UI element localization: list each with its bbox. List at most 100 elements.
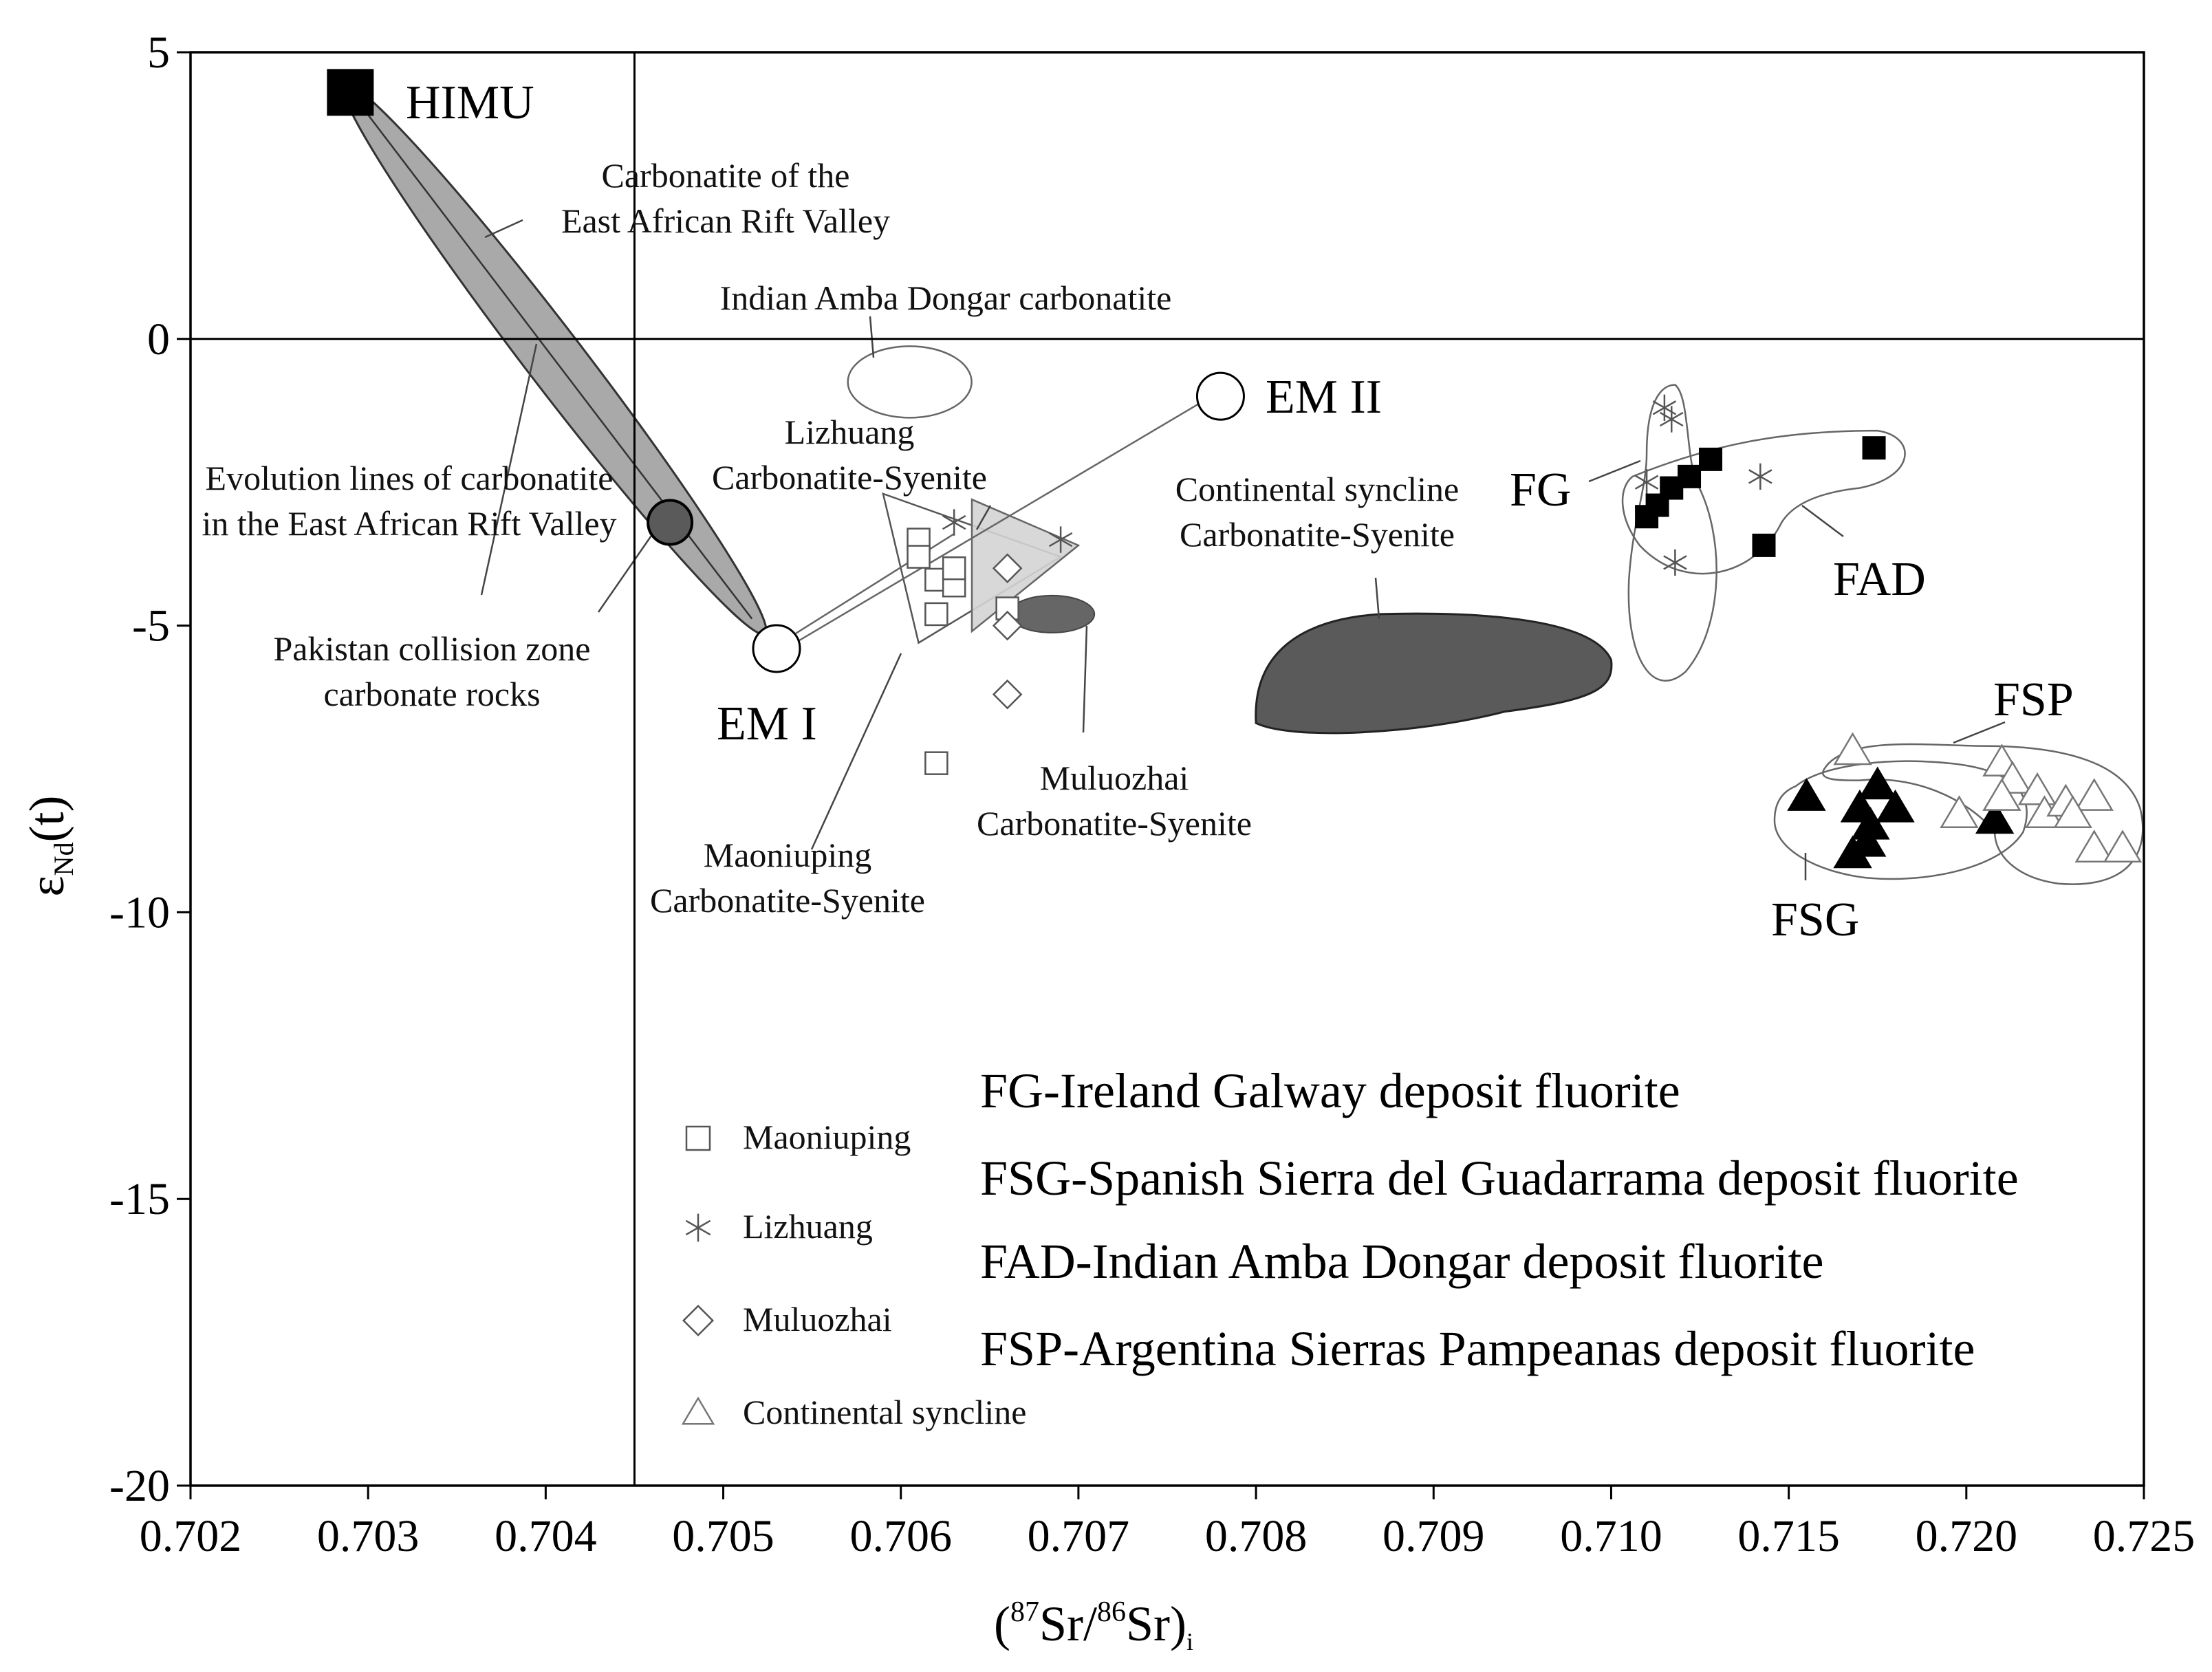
muluozhai-field	[1008, 594, 1096, 633]
leader-line-7	[810, 653, 902, 850]
label-continental-2: Carbonatite-Syenite	[1180, 515, 1455, 554]
legend-text-fad: FAD-Indian Amba Dongar deposit fluorite	[980, 1234, 1823, 1289]
x-tick-label-11: 0.725	[2093, 1511, 2195, 1561]
x-tick-label-8: 0.710	[1560, 1511, 1662, 1561]
leader-line-4	[597, 522, 662, 613]
y-tick-label-3: -10	[109, 887, 170, 937]
x-tick-label-3: 0.705	[672, 1511, 774, 1561]
x-tick-label-4: 0.706	[849, 1511, 952, 1561]
point-maoniuping-7	[924, 751, 948, 775]
point-maoniuping-3	[924, 602, 948, 627]
plot-border	[189, 51, 2145, 1487]
leader-line-3	[480, 343, 538, 596]
x-title-sup1: 87	[1010, 1596, 1039, 1628]
label-fsg: FSG	[1771, 893, 1859, 946]
point-fg-2	[1634, 469, 1659, 496]
fsp-field	[1822, 743, 2144, 885]
point-maoniuping-1	[907, 545, 931, 569]
label-fad: FAD	[1833, 553, 1926, 606]
label-amba-dongar-carbonatite: Indian Amba Dongar carbonatite	[720, 279, 1172, 317]
legend-label-muluozhai: Muluozhai	[743, 1300, 892, 1338]
leader-line-5	[1082, 625, 1088, 733]
leader-line-0	[484, 219, 523, 239]
x-tick-label-6: 0.708	[1205, 1511, 1308, 1561]
x-axis-title: (87Sr/86Sr)i	[994, 1596, 1193, 1655]
leader-line-2	[975, 505, 992, 530]
point-fg-3	[1663, 549, 1687, 576]
legend-marker-muluozhai	[682, 1304, 715, 1337]
legend-label-maoniuping: Maoniuping	[743, 1118, 911, 1156]
point-muluozhai-2	[992, 679, 1023, 710]
x-tick-label-10: 0.720	[1916, 1511, 2018, 1561]
label-ear-carbonatite-2: East African Rift Valley	[561, 202, 890, 240]
end-member-himu	[327, 69, 374, 116]
marks-layer	[327, 69, 2143, 1425]
leader-line-1	[869, 316, 875, 358]
label-muluozhai-1: Muluozhai	[1040, 759, 1189, 797]
point-lizhuang-0	[942, 509, 966, 536]
em1-em2-mixing-line	[796, 402, 1201, 643]
point-fsg-2	[1858, 766, 1897, 800]
point-fsp-0	[1833, 732, 1872, 766]
legend-label-lizhuang: Lizhuang	[743, 1207, 873, 1246]
point-maoniuping-5	[942, 556, 966, 580]
y-tick-label-2: -5	[132, 601, 170, 651]
x-tick-label-1: 0.703	[317, 1511, 420, 1561]
label-fg: FG	[1510, 464, 1571, 517]
pakistan-carbonate-marker	[647, 499, 694, 546]
continental-syncline-field	[1255, 612, 1613, 735]
label-muluozhai-2: Carbonatite-Syenite	[977, 804, 1252, 843]
point-fsg-6	[1833, 835, 1872, 869]
point-fsp-9	[2053, 795, 2092, 828]
legend-marker-maoniuping	[685, 1125, 711, 1151]
y-title-sub: Nd	[48, 842, 79, 876]
label-fsp: FSP	[1993, 673, 2074, 726]
y-title-tail: (t)	[19, 795, 74, 842]
x-title-open: (	[994, 1596, 1010, 1651]
y-tick-label-1: 0	[147, 314, 170, 365]
label-evolution-1: Evolution lines of carbonatite	[206, 459, 614, 497]
fsg-field	[1773, 760, 2028, 880]
legend-text-fg: FG-Ireland Galway deposit fluorite	[980, 1063, 1680, 1118]
fad-field	[1621, 429, 1906, 575]
leader-line-10	[1953, 721, 2006, 744]
y-tick-label-4: -15	[109, 1174, 170, 1224]
point-muluozhai-1	[992, 610, 1023, 641]
label-lizhuang-1: Lizhuang	[785, 413, 915, 451]
point-muluozhai-0	[992, 553, 1023, 584]
y-tick-label-0: 5	[147, 28, 170, 78]
label-evolution-2: in the East African Rift Valley	[202, 504, 616, 543]
point-fsp-10	[2074, 829, 2114, 862]
leader-line-8	[1588, 459, 1641, 483]
point-fsg-3	[1876, 789, 1915, 823]
y-tick-label-5: -20	[109, 1461, 170, 1511]
point-fsp-1	[1940, 795, 1979, 828]
label-himu: HIMU	[406, 76, 534, 129]
x-title-sup2: 86	[1097, 1596, 1126, 1628]
leader-line-9	[1801, 505, 1844, 537]
point-fg-1	[1659, 406, 1684, 433]
legend-label-continental: Continental syncline	[743, 1393, 1026, 1431]
x-tick-label-7: 0.709	[1382, 1511, 1485, 1561]
plot-frame	[189, 51, 2145, 1487]
point-fsp-5	[2017, 772, 2057, 805]
label-pakistan-1: Pakistan collision zone	[273, 629, 590, 668]
y-axis-title: εNd(t)	[19, 795, 79, 896]
point-fad-5	[1752, 533, 1776, 557]
amba-dongar-field	[847, 345, 973, 419]
x-tick-label-9: 0.715	[1737, 1511, 1840, 1561]
point-fsp-4	[1982, 778, 2021, 811]
x-title-sub: i	[1186, 1628, 1193, 1655]
legend-text-fsp: FSP-Argentina Sierras Pampeanas deposit …	[980, 1321, 1975, 1376]
point-fad-6	[1862, 436, 1886, 460]
label-continental-1: Continental syncline	[1175, 470, 1459, 508]
label-maoniuping-1: Maoniuping	[704, 836, 871, 874]
x-tick-label-0: 0.702	[140, 1511, 242, 1561]
legend-marker-continental-syncline	[681, 1396, 715, 1425]
label-maoniuping-2: Carbonatite-Syenite	[650, 881, 925, 920]
point-fsg-7	[1975, 801, 2015, 834]
point-fad-4	[1635, 505, 1659, 529]
point-fsg-0	[1787, 778, 1826, 811]
